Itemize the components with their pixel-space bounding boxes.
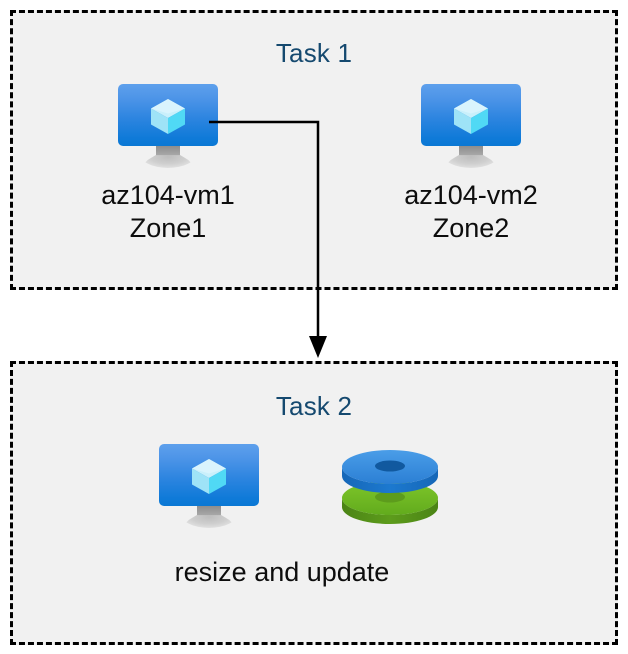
- monitor-stand-base: [140, 155, 196, 168]
- managed-disks-icon: [338, 440, 442, 528]
- task-2-title: Task 2: [275, 391, 353, 421]
- cube-glyph: [192, 459, 226, 494]
- task-2-container: Task 2: [10, 361, 618, 645]
- monitor-screen: [118, 84, 218, 146]
- monitor-screen: [421, 84, 521, 146]
- vm2-label: az104-vm2 Zone2: [404, 180, 538, 243]
- vm-icon-az104-vm2: [421, 84, 521, 170]
- vm1-label: az104-vm1 Zone1: [101, 180, 235, 243]
- task-1-title: Task 1: [275, 38, 353, 68]
- cube-glyph: [454, 99, 488, 134]
- task2-label: resize and update: [174, 557, 390, 587]
- vm-icon-task2: [159, 444, 259, 530]
- monitor-stand-base: [443, 155, 499, 168]
- disks-glyph: [342, 450, 438, 524]
- cube-glyph: [151, 99, 185, 134]
- monitor-stand-base: [181, 515, 237, 528]
- task-1-container: Task 1 az104-vm1 Zone1: [10, 10, 618, 290]
- vm-icon-az104-vm1: [118, 84, 218, 170]
- monitor-screen: [159, 444, 259, 506]
